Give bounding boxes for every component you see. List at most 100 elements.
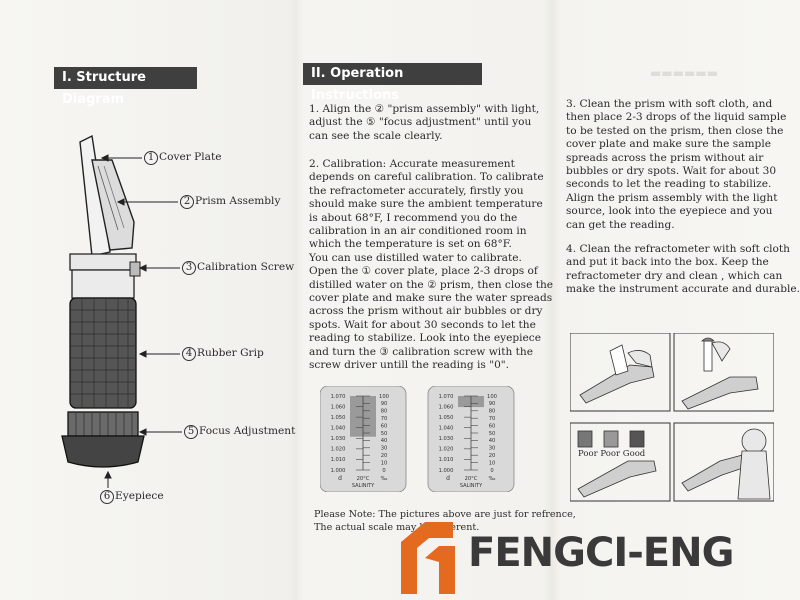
scale-right-label: 60 — [381, 423, 388, 429]
brand-logo — [401, 522, 455, 594]
text-line: 3. Clean the prism with soft cloth, and — [566, 98, 773, 110]
label-number: 1 — [144, 151, 158, 165]
label-text: Prism Assembly — [195, 195, 281, 207]
text-line: which the temperature is set on 68°F. — [309, 238, 512, 251]
label-number: 4 — [182, 347, 196, 361]
scale-left-label: 1.020 — [439, 447, 454, 453]
picture-note: Please Note: The pictures above are just… — [314, 508, 576, 534]
text-line: can see the scale clearly. — [309, 129, 443, 142]
label-number: 6 — [100, 490, 114, 504]
scale-left-label: 1.000 — [439, 468, 454, 474]
text-line: reading to stabilize. Look into the eyep… — [309, 332, 542, 345]
scale-left-label: 1.040 — [439, 426, 454, 432]
scale-left-label: 1.050 — [331, 415, 346, 421]
scale-left-label: 1.060 — [439, 404, 454, 410]
scale-right-label: 20 — [489, 453, 496, 459]
text-line: then place 2-3 drops of the liquid sampl… — [566, 111, 787, 124]
text-line: The actual scale may be different. — [314, 522, 480, 533]
text-line: and put it back into the box. Keep the — [566, 256, 769, 269]
label-number: 3 — [182, 261, 196, 275]
text-line: refractometer dry and clean , which can — [566, 269, 783, 282]
scale-left-label: 1.000 — [331, 468, 346, 474]
scale-left-label: 1.020 — [331, 447, 346, 453]
structure-title: I. Structure Diagram — [54, 67, 197, 107]
text-line: 4. Clean the refractometer with soft clo… — [566, 243, 790, 255]
scale-left-label: 1.070 — [439, 394, 454, 400]
text-line: Open the ① cover plate, place 2-3 drops … — [309, 265, 538, 278]
label-text: Cover Plate — [159, 151, 222, 163]
scale-right-label: 20 — [381, 453, 388, 459]
quality-label-poor-2: Poor — [600, 449, 621, 459]
step-4-text: 4. Clean the refractometer with soft clo… — [566, 243, 800, 297]
show-through-mark: ▬▬▬▬▬▬ — [650, 66, 719, 80]
quality-label-poor-1: Poor — [578, 449, 598, 459]
illustration-quality — [570, 422, 671, 502]
scale-left-label: 1.030 — [439, 436, 454, 442]
scale-right-label: 0 — [490, 468, 493, 474]
scale-right-label: 40 — [381, 438, 388, 444]
rubber-grip-shape — [69, 297, 137, 409]
scale-right-label: 0 — [382, 468, 385, 474]
illustration-read — [673, 422, 774, 502]
text-line: the refractometer accurately, firstly yo… — [309, 184, 524, 197]
text-line: is about 68°F, I recommend you do the — [309, 211, 518, 224]
scale-temp-label: 20°C — [357, 476, 370, 482]
scale-unit-label: ‰ — [489, 476, 496, 482]
text-line: source, look into the eyepiece and you — [566, 205, 773, 218]
scale-right-label: 10 — [381, 460, 388, 466]
text-line: can get the reading. — [566, 218, 675, 231]
text-line: and turn the ③ calibration screw with th… — [309, 345, 533, 358]
text-line: across the prism without air bubbles or … — [309, 305, 543, 318]
scale-right-label: 40 — [489, 438, 496, 444]
scale-right-label: 100 — [487, 394, 497, 400]
text-line: bubbles or dry spots. Wait for about 30 — [566, 165, 777, 178]
step-1-text: 1. Align the ② "prism assembly" with lig… — [309, 103, 539, 143]
scale-d-label: d — [446, 475, 450, 482]
scale-right-label: 70 — [489, 416, 496, 422]
text-line: 1. Align the ② "prism assembly" with lig… — [309, 103, 540, 115]
text-line: seconds to let the reading to stabilize. — [566, 178, 772, 191]
scale-right-label: 30 — [489, 446, 496, 452]
illustration-drop-sample — [673, 333, 774, 412]
scale-right-label: 70 — [381, 416, 388, 422]
scale-unit-label: ‰ — [381, 476, 388, 482]
illustration-open-cover — [570, 333, 671, 412]
scale-left-label: 1.010 — [439, 457, 454, 463]
scale-right-label: 30 — [381, 446, 388, 452]
label-text: Rubber Grip — [197, 347, 264, 359]
scale-left-label: 1.030 — [331, 436, 346, 442]
text-line: 2. Calibration: Accurate measurement — [309, 158, 515, 170]
label-text: Eyepiece — [115, 490, 164, 502]
text-line: adjust the ⑤ "focus adjustment" until yo… — [309, 116, 532, 129]
text-line: cover plate and make sure the water spre… — [309, 292, 553, 305]
focus-ring-shape — [67, 411, 139, 437]
text-line: distilled water on the ② prism, then clo… — [309, 278, 554, 291]
text-line: You can use distilled water to calibrate… — [309, 251, 522, 264]
scale-right-label: 50 — [489, 431, 496, 437]
label-number: 5 — [184, 425, 198, 439]
text-line: depends on careful calibration. To calib… — [309, 171, 544, 184]
step-2-text: 2. Calibration: Accurate measurement dep… — [309, 158, 553, 373]
label-text: Focus Adjustment — [199, 425, 296, 437]
scale-right-label: 60 — [489, 423, 496, 429]
label-number: 2 — [180, 195, 194, 209]
scale-salinity-label: SALINITY — [352, 483, 375, 489]
scale-left-label: 1.070 — [331, 394, 346, 400]
scale-right-label: 80 — [381, 409, 388, 415]
quality-labels: Poor Poor Good — [578, 449, 645, 459]
text-line: spots. Wait for about 30 seconds to let … — [309, 318, 536, 331]
text-line: spreads across the prism without air — [566, 151, 764, 164]
text-line: make the instrument accurate and durable… — [566, 283, 800, 296]
scale-left-label: 1.050 — [439, 415, 454, 421]
scale-right-label: 90 — [489, 401, 496, 407]
scale-d-label: d — [338, 475, 342, 482]
usage-illustrations — [570, 333, 774, 502]
scale-left-label: 1.010 — [331, 457, 346, 463]
quality-label-good: Good — [622, 449, 646, 459]
operation-title: II. Operation Instructions — [303, 63, 482, 103]
